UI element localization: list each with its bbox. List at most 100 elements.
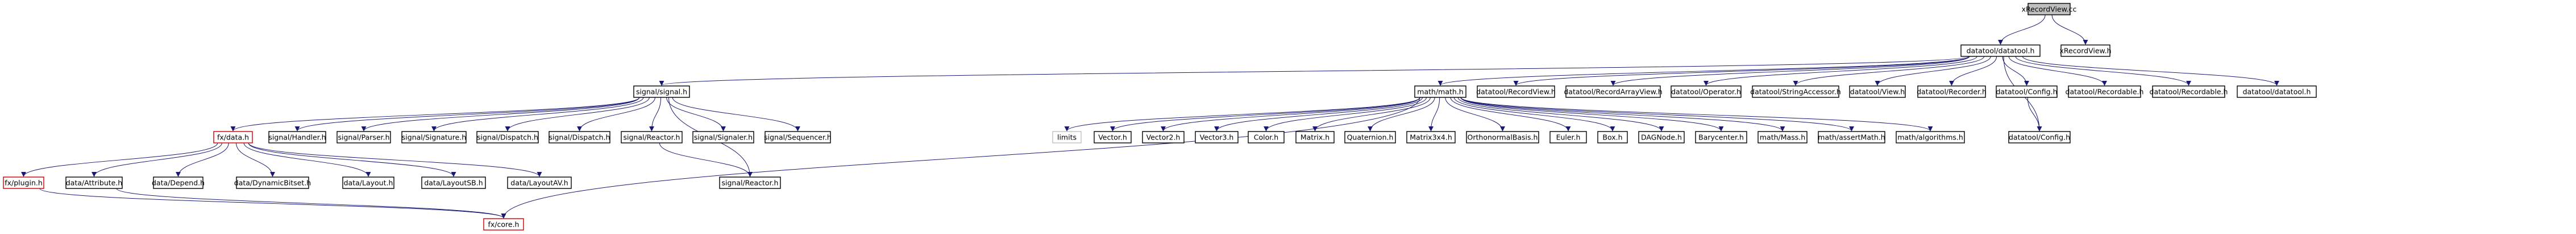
node-box [719, 176, 781, 189]
node-label: datatool/RecordArrayView.h [1564, 88, 1662, 96]
node-orthonormalbasis-h[interactable]: OrthonormalBasis.h [1466, 131, 1539, 143]
node-datatool-recordable-h[interactable]: datatool/Recordable.h [2066, 85, 2144, 98]
node-datatool-config-h[interactable]: datatool/Config.h [1996, 85, 2058, 98]
node-math-assertmath-h[interactable]: math/assertMath.h [1818, 131, 1885, 143]
node-datatool-datatool-h-2[interactable]: datatool/datatool.h [2237, 85, 2317, 98]
node-dagnode-h[interactable]: DAGNode.h [1638, 131, 1685, 143]
node-datatool-operator-h[interactable]: datatool/Operator.h [1671, 85, 1742, 98]
node-signal-signal-h[interactable]: signal/signal.h [633, 85, 690, 98]
node-datatool-recordview-h[interactable]: datatool/RecordView.h [1476, 85, 1556, 98]
node-box [1248, 131, 1285, 143]
node-box [1549, 131, 1587, 143]
edge-fx-data-h-to-data-depend-h [176, 142, 229, 177]
edge-datatool-datatool-h-to-signal-signal-h [659, 56, 1970, 86]
graph-edges [21, 14, 2279, 219]
node-box [1996, 85, 2058, 98]
node-xrecordview-cc[interactable]: xRecordView.cc [2022, 3, 2077, 15]
node-signal-sequencer-h[interactable]: signal/Sequencer.h [764, 131, 832, 143]
node-signal-reactor-h[interactable]: signal/Reactor.h [621, 131, 683, 143]
node-label: data/DynamicBitset.h [234, 179, 311, 187]
node-data-depend-h[interactable]: data/Depend.h [152, 176, 205, 189]
edge-math-math-h-to-vector3-h [1214, 97, 1423, 132]
node-label: Barycenter.h [1698, 133, 1744, 142]
node-signal-signature-h[interactable]: signal/Signature.h [401, 131, 467, 143]
node-box [1638, 131, 1685, 143]
node-label: data/Attribute.h [66, 179, 122, 187]
node-matrix-h[interactable]: Matrix.h [1295, 131, 1335, 143]
node-box [692, 131, 754, 143]
edge-datatool-datatool-h-to-datatool-recordarrayview-h [1610, 56, 1970, 86]
edge-fx-data-h-to-data-dynamicbitset-h [236, 142, 275, 177]
node-datatool-stringaccessor-h[interactable]: datatool/StringAccessor.h [1750, 85, 1841, 98]
node-data-dynamicbitset-h[interactable]: data/DynamicBitset.h [234, 176, 311, 189]
node-color-h[interactable]: Color.h [1248, 131, 1285, 143]
node-box [1565, 85, 1661, 98]
node-label: fx/plugin.h [5, 179, 43, 187]
node-datatool-config-h-2[interactable]: datatool/Config.h [2008, 131, 2071, 143]
node-label: math/Mass.h [1760, 133, 1805, 142]
edge-datatool-datatool-h-to-datatool-recorder-h [1949, 56, 1997, 86]
edge-fx-data-h-to-data-layoutsb-h [248, 142, 456, 177]
node-fx-core-h[interactable]: fx/core.h [483, 218, 524, 231]
node-math-math-h[interactable]: math/math.h [1414, 85, 1466, 98]
node-datatool-view-h[interactable]: datatool/View.h [1849, 85, 1906, 98]
edge-signal-signal-h-to-signal-parser-h [361, 97, 640, 132]
node-math-algorithms-h[interactable]: math/algorithms.h [1896, 131, 1965, 143]
node-euler-h[interactable]: Euler.h [1549, 131, 1587, 143]
node-signal-handler-h[interactable]: signal/Handler.h [268, 131, 326, 143]
node-box [633, 85, 690, 98]
node-datatool-recordarrayview-h[interactable]: datatool/RecordArrayView.h [1564, 85, 1663, 98]
node-label: math/algorithms.h [1897, 133, 1963, 142]
node-signal-reactor-h-2[interactable]: signal/Reactor.h [719, 176, 781, 189]
node-limits: limits [1052, 131, 1082, 143]
node-box-h[interactable]: Box.h [1597, 131, 1628, 143]
node-barycenter-h[interactable]: Barycenter.h [1695, 131, 1747, 143]
node-datatool-recordable-h-2[interactable]: datatool/Recordable.h [2150, 85, 2228, 98]
node-box [1896, 131, 1965, 143]
node-signal-signaler-h[interactable]: signal/Signaler.h [692, 131, 754, 143]
edge-signal-reactor-h-to-signal-reactor-h-2 [659, 142, 753, 177]
edge-signal-signal-h-to-fx-data-h [230, 97, 640, 132]
edge-datatool-datatool-h-to-math-math-h [1437, 56, 1970, 86]
node-label: signal/Sequencer.h [764, 133, 832, 142]
node-label: Matrix3x4.h [1410, 133, 1452, 142]
node-box [421, 176, 486, 189]
node-label: math/assertMath.h [1818, 133, 1885, 142]
edge-math-math-h-to-quaternion-h [1368, 97, 1435, 132]
node-data-layoutav-h[interactable]: data/LayoutAV.h [507, 176, 572, 189]
node-label: datatool/View.h [1850, 88, 1905, 96]
node-quaternion-h[interactable]: Quaternion.h [1344, 131, 1396, 143]
node-matrix3x4-h[interactable]: Matrix3x4.h [1406, 131, 1456, 143]
edge-math-math-h-to-color-h [1264, 97, 1427, 132]
node-xrecordview-h[interactable]: xRecordView.h [2060, 44, 2112, 57]
node-vector3-h[interactable]: Vector3.h [1195, 131, 1239, 143]
node-vector2-h[interactable]: Vector2.h [1142, 131, 1185, 143]
node-label: data/Depend.h [152, 179, 205, 187]
node-fx-data-h[interactable]: fx/data.h [213, 131, 253, 143]
node-signal-parser-h[interactable]: signal/Parser.h [336, 131, 391, 143]
node-data-layout-h[interactable]: data/Layout.h [342, 176, 394, 189]
node-box [1752, 85, 1839, 98]
node-datatool-recorder-h[interactable]: datatool/Recorder.h [1917, 85, 1987, 98]
node-box [1295, 131, 1335, 143]
node-datatool-datatool-h[interactable]: datatool/datatool.h [1960, 44, 2041, 57]
node-box [336, 131, 391, 143]
node-label: Vector3.h [1200, 133, 1234, 142]
node-signal-dispatch-h-2[interactable]: signal/Dispatch.h [549, 131, 610, 143]
node-label: Matrix.h [1301, 133, 1329, 142]
edge-signal-signal-h-to-signal-signature-h [431, 97, 644, 132]
node-signal-dispatch-h[interactable]: signal/Dispatch.h [476, 131, 539, 143]
node-data-layoutsb-h[interactable]: data/LayoutSB.h [421, 176, 486, 189]
node-box [2068, 85, 2141, 98]
node-label: fx/data.h [217, 133, 249, 142]
node-data-attribute-h[interactable]: data/Attribute.h [65, 176, 123, 189]
node-box [1960, 44, 2041, 57]
node-vector-h[interactable]: Vector.h [1094, 131, 1132, 143]
edge-math-math-h-to-barycenter-h [1460, 97, 1724, 132]
node-fx-plugin-h[interactable]: fx/plugin.h [3, 176, 44, 189]
node-box [507, 176, 572, 189]
node-box [1414, 85, 1466, 98]
node-box [1466, 131, 1539, 143]
node-label: datatool/Recorder.h [1917, 88, 1987, 96]
node-math-mass-h[interactable]: math/Mass.h [1758, 131, 1808, 143]
